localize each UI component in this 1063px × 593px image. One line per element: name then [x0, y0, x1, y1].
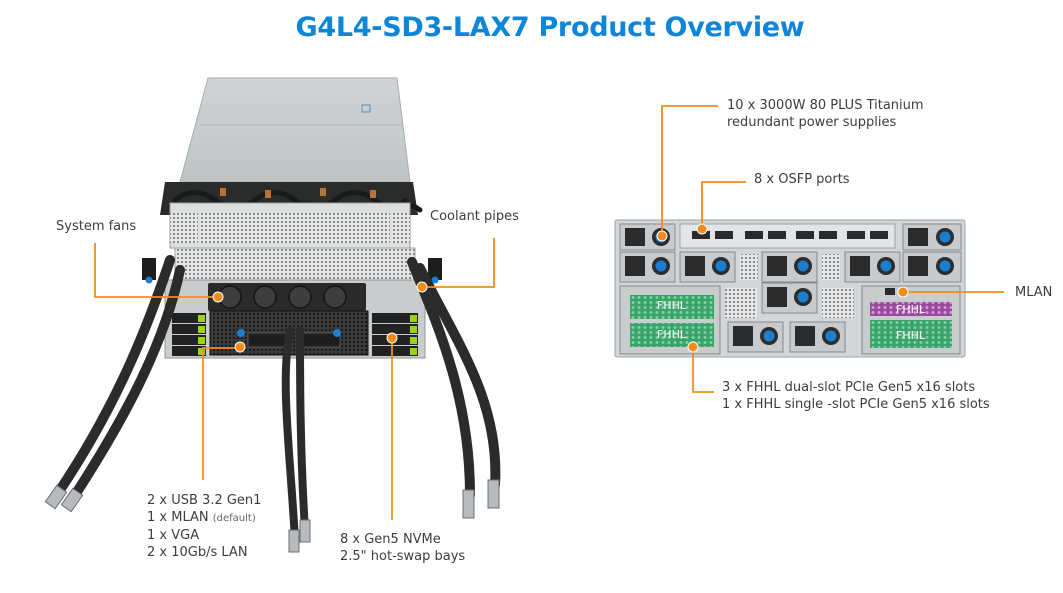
- pcie-slot-label: FHHL: [896, 329, 925, 342]
- pcie-slot-label: FHHL: [657, 328, 686, 341]
- io-ports-line: 2 x USB 3.2 Gen1: [147, 493, 262, 508]
- pcie-slot-label: FHHL: [896, 303, 925, 316]
- callout-lines: [94, 105, 1004, 520]
- io-ports-line: 1 x MLAN (default): [147, 509, 261, 527]
- coolant-pipes-marker: [416, 281, 428, 293]
- power-supplies-marker: [656, 230, 668, 242]
- pcie-slots-line: 1 x FHHL single -slot PCIe Gen5 x16 slot…: [722, 397, 990, 412]
- io-ports-line-text: 1 x MLAN: [147, 510, 209, 525]
- server-front-view: [44, 77, 501, 553]
- system-fans-label: System fans: [56, 219, 137, 234]
- osfp-ports-marker: [696, 223, 708, 235]
- io-ports-line: 1 x VGA: [147, 528, 200, 543]
- server-rear-view: [614, 219, 966, 358]
- mlan-label: MLAN: [1015, 285, 1053, 300]
- coolant-pipes-label: Coolant pipes: [430, 209, 519, 224]
- system-fans-marker: [212, 291, 224, 303]
- power-supplies-line: 10 x 3000W 80 PLUS Titanium: [727, 98, 924, 113]
- page-title: G4L4-SD3-LAX7 Product Overview: [295, 12, 805, 43]
- io-ports-label: 2 x USB 3.2 Gen1 1 x MLAN (default) 1 x …: [147, 492, 261, 561]
- power-supplies-line: redundant power supplies: [727, 115, 897, 130]
- nvme-bays-marker: [386, 332, 398, 344]
- osfp-ports-label: 8 x OSFP ports: [754, 172, 850, 187]
- pcie-slots-label: 3 x FHHL dual-slot PCIe Gen5 x16 slots 1…: [722, 379, 990, 413]
- nvme-bays-label: 8 x Gen5 NVMe 2.5" hot-swap bays: [340, 531, 465, 565]
- nvme-bays-line: 8 x Gen5 NVMe: [340, 532, 441, 547]
- mlan-marker: [897, 286, 909, 298]
- power-supplies-label: 10 x 3000W 80 PLUS Titanium redundant po…: [727, 97, 924, 131]
- nvme-bays-left: [172, 313, 206, 356]
- pcie-slots-line: 3 x FHHL dual-slot PCIe Gen5 x16 slots: [722, 380, 976, 395]
- nvme-bays-line: 2.5" hot-swap bays: [340, 549, 466, 564]
- power-supply-units: [619, 223, 962, 353]
- pcie-slot-label: FHHL: [657, 299, 686, 312]
- io-ports-line: 2 x 10Gb/s LAN: [147, 545, 248, 560]
- io-ports-marker: [234, 341, 246, 353]
- coolant-hoses: [55, 255, 501, 544]
- default-note: (default): [212, 513, 256, 524]
- osfp-ports: [692, 231, 888, 239]
- pcie-slots-marker: [687, 341, 699, 353]
